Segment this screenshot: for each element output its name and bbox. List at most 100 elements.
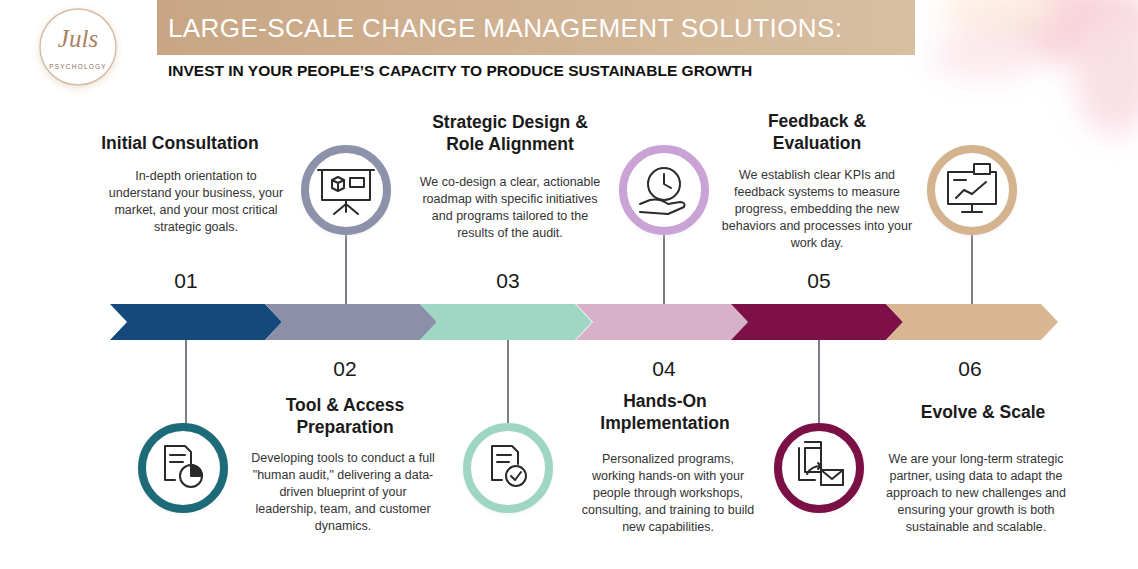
- step-description: We establish clear KPIs and feedback sys…: [717, 167, 917, 252]
- icon-ring: [931, 149, 1013, 231]
- chevron-arrow: [886, 304, 1058, 340]
- chevron-shape: [420, 304, 592, 340]
- step-heading: Tool & Access Preparation: [270, 394, 420, 438]
- document-check-icon: [492, 446, 526, 486]
- step-heading: Feedback & Evaluation: [757, 110, 877, 154]
- step-description: We co-design a clear, actionable roadmap…: [419, 174, 601, 242]
- monitor-chart-icon: [948, 164, 996, 212]
- speech-box: [350, 178, 364, 187]
- text-line: [170, 454, 185, 456]
- timeline-step: 02Tool & Access PreparationDeveloping to…: [265, 304, 437, 340]
- board: [322, 170, 370, 200]
- chart-line: [956, 182, 986, 198]
- chevron-shape: [731, 304, 903, 340]
- monitor-stand: [971, 204, 973, 212]
- icon-shadow: [777, 428, 861, 512]
- logo-subtext: PSYCHOLOGY: [28, 63, 128, 70]
- text-line: [170, 461, 183, 463]
- envelope: [821, 470, 843, 485]
- step-number: 05: [789, 269, 849, 293]
- board-leg: [346, 204, 358, 214]
- watercolor-blob: [1075, 15, 1138, 135]
- document-chart-icon: [165, 446, 202, 487]
- leader-line: [971, 234, 973, 314]
- watercolor-splash: [930, 0, 1138, 135]
- icon-shadow: [466, 428, 550, 512]
- chevron-shape: [265, 304, 437, 340]
- chevron-arrow: [110, 304, 282, 340]
- icon-ring: [623, 149, 705, 231]
- step-description: We are your long-term strategic partner,…: [880, 451, 1072, 536]
- step-description: Personalized programs, working hands-on …: [580, 451, 756, 536]
- leader-line: [185, 328, 187, 424]
- document-outline: [799, 442, 821, 480]
- step-heading: Initial Consultation: [80, 132, 280, 154]
- step-heading: Strategic Design & Role Alignment: [420, 111, 600, 155]
- icon-ring: [778, 427, 860, 509]
- check-circle: [506, 466, 526, 486]
- chevron-shape: [576, 304, 748, 340]
- document-outline: [165, 446, 191, 480]
- chevron-arrow: [576, 304, 748, 340]
- timeline-step: 05Feedback & EvaluationWe establish clea…: [731, 304, 903, 340]
- check-mark: [511, 472, 521, 480]
- step-number: 06: [940, 357, 1000, 381]
- chevron-arrow: [420, 304, 592, 340]
- watercolor-blob: [940, 0, 1060, 28]
- presentation-icon: [318, 170, 374, 214]
- leader-line: [663, 234, 665, 314]
- step-number: 02: [315, 357, 375, 381]
- leader-line: [345, 234, 347, 314]
- chevron-arrow: [265, 304, 437, 340]
- step-number: 03: [478, 269, 538, 293]
- board-top: [318, 169, 374, 171]
- envelope-flap: [821, 470, 843, 479]
- hand: [640, 200, 685, 215]
- board-leg: [334, 204, 346, 214]
- watercolor-blob: [930, 30, 1040, 80]
- subtitle-text: INVEST IN YOUR PEOPLE’S CAPACITY TO PROD…: [168, 62, 752, 80]
- clock-face: [648, 168, 680, 200]
- text-line: [497, 461, 509, 463]
- step-number: 04: [634, 357, 694, 381]
- pie-outline: [180, 465, 202, 487]
- step-heading: Hands-On Implementation: [590, 390, 740, 434]
- icon-ring: [142, 427, 224, 509]
- icon-shadow: [930, 150, 1014, 234]
- step-heading: Evolve & Scale: [893, 401, 1073, 423]
- logo-text: Juls: [28, 25, 128, 53]
- icon-shadow: [304, 150, 388, 234]
- chevron-shape: [110, 304, 282, 340]
- step-number: 01: [156, 269, 216, 293]
- text-line: [954, 179, 966, 181]
- chevron-shape: [886, 304, 1058, 340]
- icon-ring: [467, 427, 549, 509]
- speech-box: [974, 164, 990, 174]
- title-text: LARGE-SCALE CHANGE MANAGEMENT SOLUTIONS:: [168, 13, 842, 44]
- leader-line: [507, 328, 509, 424]
- clock-hands: [664, 174, 671, 188]
- hand-clock-icon: [640, 168, 685, 214]
- icon-glyphs: [165, 164, 996, 487]
- pie-slice: [191, 465, 202, 476]
- documents-mail-icon: [799, 442, 843, 485]
- icon-shadow: [622, 150, 706, 234]
- leader-line: [818, 328, 820, 424]
- arrow: [807, 463, 821, 474]
- step-description: In-depth orientation to understand your …: [107, 168, 285, 236]
- cube: [332, 177, 344, 191]
- monitor-base: [962, 211, 982, 213]
- timeline-step: 06Evolve & ScaleWe are your long-term st…: [886, 304, 1058, 340]
- timeline-step: 01Initial ConsultationIn-depth orientati…: [110, 304, 282, 340]
- timeline-step: 04Hands-On ImplementationPersonalized pr…: [576, 304, 748, 340]
- document-outline: [492, 446, 518, 480]
- icon-ring: [305, 149, 387, 231]
- board-stand: [345, 200, 347, 212]
- text-line: [497, 454, 511, 456]
- monitor: [948, 172, 996, 204]
- chevron-arrow: [731, 304, 903, 340]
- title-band: [157, 0, 915, 55]
- step-description: Developing tools to conduct a full "huma…: [248, 450, 438, 535]
